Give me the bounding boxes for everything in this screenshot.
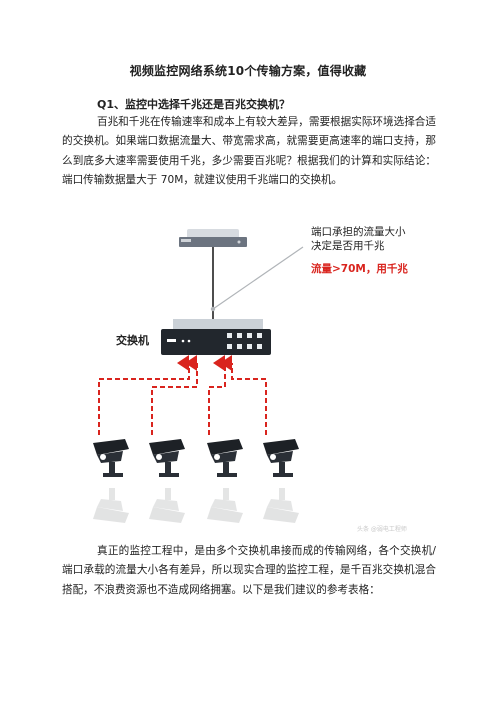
page-title: 视频监控网络系统10个传输方案，值得收藏 [129, 64, 367, 78]
intro-paragraph: 百兆和千兆在传输速率和成本上有较大差异，需要根据实际环境选择合适的交换机。如果端… [62, 116, 436, 187]
question-heading: Q1、监控中选择千兆还是百兆交换机？ [97, 98, 291, 111]
watermark: 头条 @弱电工程师 [357, 525, 407, 533]
switch-icon [161, 319, 271, 355]
network-diagram: 端口承担的流量大小 决定是否用千兆 流量>70M，用千兆 交换机 [89, 211, 434, 536]
switch-label: 交换机 [116, 333, 149, 347]
camera-icon [149, 439, 185, 477]
note-line-2: 决定是否用千兆 [311, 239, 385, 252]
note-red: 流量>70M，用千兆 [311, 262, 408, 275]
closing-paragraph: 真正的监控工程中，是由多个交换机串接而成的传输网络，各个交换机/端口承载的流量大… [62, 545, 436, 596]
traffic-arrows [98, 355, 267, 435]
camera-icon [207, 439, 243, 477]
note-pointer-line [212, 246, 304, 310]
nvr-recorder-icon [179, 229, 247, 247]
camera-icon [93, 439, 129, 477]
note-line-1: 端口承担的流量大小 [311, 225, 406, 238]
camera-reflections [93, 488, 299, 523]
camera-icon [263, 439, 299, 477]
